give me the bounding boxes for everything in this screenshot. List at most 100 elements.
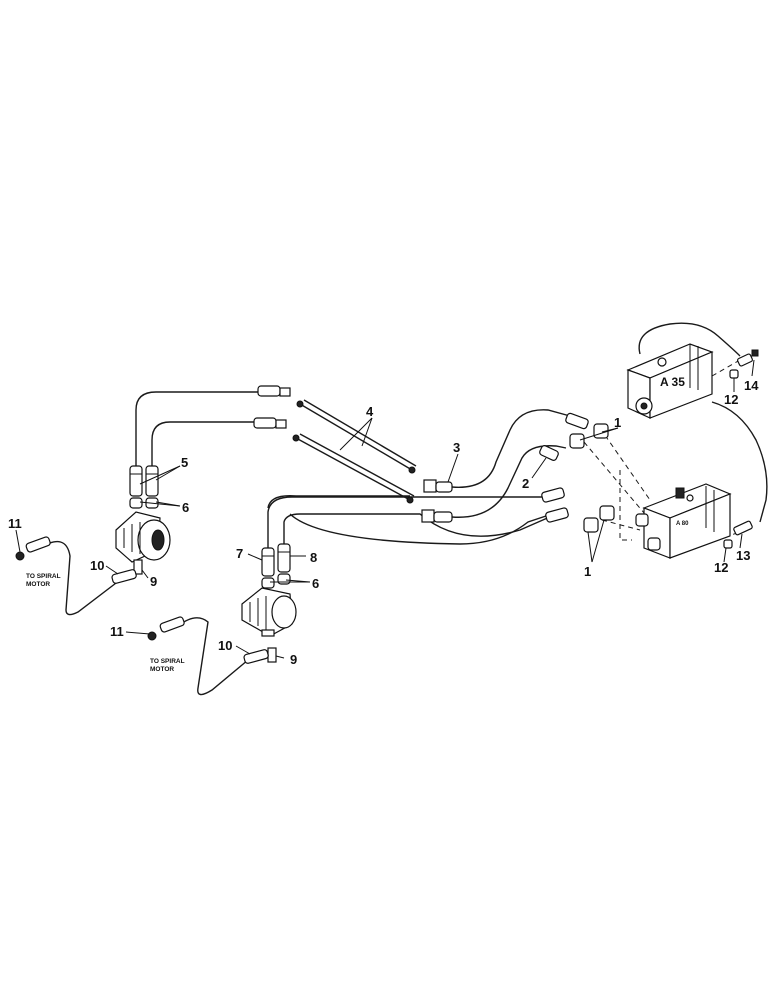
callout-2: 2 [522, 476, 529, 491]
note-spiral-bottom-line2: MOTOR [150, 666, 174, 673]
callout-10-bottom: 10 [218, 638, 232, 653]
lower-valve-label: A 80 [676, 521, 689, 527]
fitting-rod-end-b [292, 434, 300, 442]
callout-9-top: 9 [150, 574, 157, 589]
hose-motor-to-valve-loop [267, 495, 410, 509]
callout-12-lower: 12 [714, 560, 728, 575]
leader-9-top [141, 569, 149, 579]
left-fitting-9 [133, 559, 143, 575]
note-spiral-bottom-line1: TO SPIRAL [150, 658, 185, 665]
callout-6-top: 6 [182, 500, 189, 515]
right-motor-port-fitting-7 [261, 547, 275, 577]
callout-1-bottom: 1 [584, 564, 591, 579]
leader-10-top [105, 565, 119, 575]
right-fitting-9 [267, 647, 277, 663]
upper-valve-top-port [657, 357, 667, 367]
upper-valve-knob-centre [640, 402, 648, 410]
leader-lines [15, 359, 755, 659]
note-spiral-top-line2: MOTOR [26, 581, 50, 588]
right-motor-port-fitting-8 [277, 543, 291, 573]
hose-motor-left-second [151, 421, 258, 470]
callout-11-top: 11 [8, 516, 22, 531]
hose-right-motor-lower [283, 513, 553, 548]
hose-upper-valve-top-loop [638, 322, 741, 357]
leader-4-a [339, 417, 373, 451]
left-motor-adapter-6a [129, 497, 143, 509]
fitting-rod-top-left-b [253, 417, 277, 429]
fitting-12-upper [729, 369, 739, 379]
fitting-14 [737, 353, 753, 367]
callout-8: 8 [310, 550, 317, 565]
fitting-rod-top-left-nut [279, 387, 291, 397]
hose-upper-valve-return [711, 401, 768, 523]
right-motor-foot [261, 629, 275, 637]
leader-10-bottom [235, 645, 251, 655]
left-hydraulic-motor [15, 465, 171, 584]
leader-5-b [155, 465, 181, 481]
fitting-14-tip [751, 349, 759, 357]
fitting-1-lower-b [599, 505, 615, 521]
callout-13: 13 [736, 548, 750, 563]
callout-4: 4 [366, 404, 374, 419]
dash-upper [599, 427, 651, 501]
dash-box-left [619, 470, 632, 541]
lower-valve-spool-lower [647, 537, 661, 551]
note-spiral-top-line1: TO SPIRAL [26, 573, 61, 580]
leader-1-top-b [601, 427, 619, 433]
hose-left-spiral-loop [39, 540, 121, 616]
hose-bottom-spiral-loop [177, 617, 249, 696]
leader-1-bottom-a [587, 531, 593, 563]
fitting-rod-end-c [408, 466, 416, 474]
fitting-12-lower [723, 539, 733, 549]
fitting-upper-valve-hose [565, 412, 589, 430]
lower-valve-top-boss [675, 487, 685, 499]
left-fitting-10 [111, 569, 137, 584]
leader-7 [247, 553, 263, 561]
spiral-motor-notes: TO SPIRAL MOTOR TO SPIRAL MOTOR [26, 573, 185, 673]
upper-valve-label: A 35 [660, 375, 685, 389]
hose-group [39, 322, 768, 696]
callout-1-top: 1 [614, 415, 621, 430]
hose-long-bottom [289, 513, 553, 545]
leader-2 [531, 457, 547, 479]
bottom-fitting-11-tip [147, 631, 157, 641]
callout-11-bottom: 11 [110, 624, 124, 639]
callout-6-bottom: 6 [312, 576, 319, 591]
fitting-lower-valve-hose-b [545, 507, 569, 523]
leader-1-bottom-b [591, 519, 605, 563]
hose-long-rod-upper-b [303, 399, 417, 467]
left-motor-housing-face [151, 529, 165, 551]
right-fitting-10 [243, 649, 269, 664]
fitting-1-lower-a [583, 517, 599, 533]
fitting-rod-top-left-b-nut [275, 419, 287, 429]
fitting-lower-valve-hose-a [541, 487, 565, 503]
fitting-3-body [435, 481, 453, 493]
lower-control-valve: A 80 [635, 483, 753, 559]
leader-3 [447, 453, 459, 483]
fitting-1-upper-a [569, 433, 585, 449]
lower-valve-top-port [686, 494, 694, 502]
hose-motor-left-upper [135, 391, 262, 470]
leader-13 [739, 533, 743, 549]
hose-right-motor-upper [267, 496, 545, 548]
callout-7: 7 [236, 546, 243, 561]
leader-5-a [139, 465, 181, 485]
dash-low [601, 519, 641, 531]
fitting-13 [733, 520, 753, 536]
callout-numbers: 1 2 3 4 5 6 7 8 6 9 10 11 11 10 9 1 12 1… [8, 378, 759, 667]
left-fitting-11-body [25, 536, 51, 553]
hose-fitting3-to-valve [451, 409, 571, 488]
hose-long-rod-lower [295, 437, 411, 501]
leader-11-top [15, 529, 21, 553]
leader-9-bottom [275, 655, 285, 659]
callout-9-bottom: 9 [290, 652, 297, 667]
bottom-fitting-11-body [159, 616, 185, 633]
dash-mid [583, 441, 651, 521]
right-motor-housing [271, 595, 297, 629]
callout-10-top: 10 [90, 558, 104, 573]
fitting-lower-nut [421, 509, 435, 523]
fitting-lower-body [433, 511, 453, 523]
callout-12-upper: 12 [724, 392, 738, 407]
valve-side-fittings [539, 412, 615, 533]
